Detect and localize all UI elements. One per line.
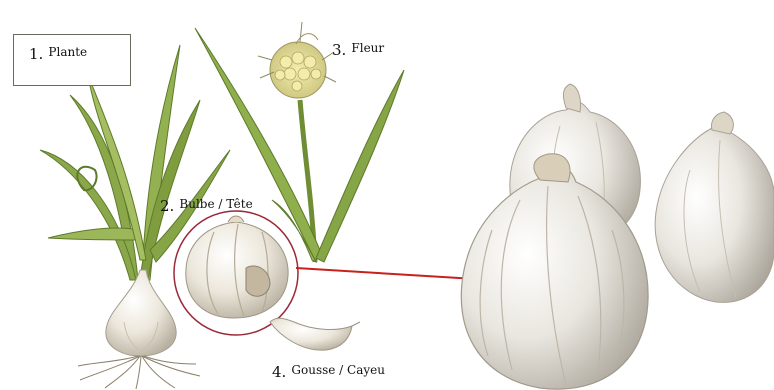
whole-plant-illustration [40, 45, 230, 389]
label-fleur: 3. Fleur [332, 40, 384, 59]
label-fleur-text: Fleur [351, 41, 384, 55]
bulb-detail-illustration [174, 211, 298, 335]
label-gousse: 4. Gousse / Cayeu [272, 362, 385, 381]
clove-illustration [270, 318, 360, 350]
label-fleur-number: 3. [332, 41, 346, 59]
label-plante: 1. Plante [29, 44, 87, 63]
label-plante-number: 1. [29, 45, 43, 63]
label-bulbe: 2. Bulbe / Tête [160, 196, 253, 215]
label-gousse-text: Gousse / Cayeu [291, 363, 385, 377]
label-bulbe-text: Bulbe / Tête [179, 197, 252, 211]
garlic-photo [461, 84, 774, 389]
label-gousse-number: 4. [272, 363, 286, 381]
label-bulbe-number: 2. [160, 197, 174, 215]
label-plante-text: Plante [48, 45, 87, 59]
